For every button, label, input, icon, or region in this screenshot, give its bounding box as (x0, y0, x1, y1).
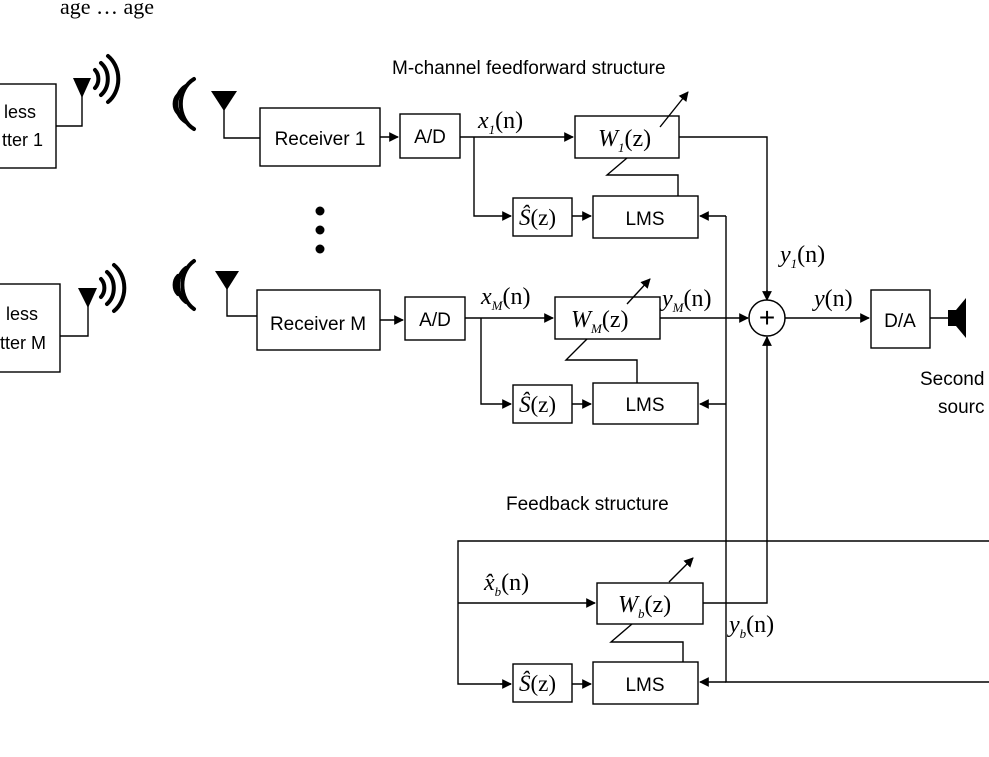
shat-b-label: Ŝ(z) (519, 670, 556, 696)
w1-filter-label: W1(z) (598, 126, 651, 155)
secondary-source-line1: Second (920, 369, 984, 390)
wire-xm-to-shatm (480, 318, 512, 409)
wb-filter-label: Wb(z) (618, 592, 671, 621)
ad-m-label: A/D (419, 310, 451, 331)
lms-1-block (592, 195, 699, 239)
xm-label: xM(n) (480, 284, 530, 313)
lms-1-label: LMS (625, 209, 664, 230)
lms-m-block (592, 382, 699, 425)
transmitter-1-line2: tter 1 (2, 130, 43, 150)
yb-label: yb(n) (727, 612, 774, 641)
transmitter-m-line2: tter M (0, 333, 46, 353)
transmitter-1-box (0, 83, 57, 169)
lms-b-label: LMS (625, 675, 664, 696)
receiver-m-block (256, 289, 381, 351)
lms-b-block (592, 661, 699, 705)
antenna-icon (215, 271, 239, 290)
x1-label: x1(n) (477, 108, 523, 137)
wireless-waves-icon (172, 259, 196, 311)
xb-hat-label: x̂b(n) (483, 570, 529, 599)
lms-m-update-line (564, 338, 638, 383)
transmitter-m: less tter M (0, 263, 127, 373)
shat-m-label: Ŝ(z) (519, 391, 556, 417)
top-caption: age … age (60, 0, 154, 19)
receiver-1-antenna (172, 77, 260, 139)
transmitter-m-box (0, 283, 61, 373)
lms-b-update-line (609, 623, 684, 662)
y-label: y(n) (812, 286, 853, 312)
wb-adapt-arrow (668, 557, 694, 583)
receiver-m-label: Receiver M (270, 314, 366, 335)
wire-w1-output (679, 136, 768, 298)
transmitter-1-feed (56, 86, 83, 127)
receiver-m-antenna-feed (226, 285, 257, 317)
transmitter-m-feed (60, 298, 89, 337)
speaker-icon (948, 298, 966, 338)
wb-filter-block (596, 582, 704, 625)
da-block (870, 289, 931, 349)
wireless-waves-icon (172, 77, 196, 131)
antenna-icon (73, 78, 91, 98)
ad-1-block (399, 113, 461, 159)
receiver-1-block (259, 107, 381, 167)
feedback-title: Feedback structure (506, 494, 669, 515)
lms-1-update-line (605, 157, 679, 196)
wm-adapt-arrow (626, 278, 651, 305)
transmitter-1-line1: less (4, 102, 36, 122)
wm-filter-block (554, 296, 661, 340)
w1-filter-block (574, 115, 680, 159)
antenna-icon (78, 288, 97, 308)
y1-label: y1(n) (778, 242, 825, 271)
w1-adapt-arrow (659, 91, 689, 128)
receiver-1-label: Receiver 1 (275, 129, 366, 150)
feedback-outer-loop (457, 540, 989, 685)
transmitter-m-line1: less (6, 304, 38, 324)
wireless-waves-icon (99, 263, 127, 313)
receiver-1-antenna-feed (223, 104, 260, 139)
shat-m-block (512, 384, 573, 424)
ad-1-label: A/D (414, 127, 446, 148)
vertical-ellipsis-icon (315, 206, 325, 254)
wire-yb-output (703, 337, 768, 604)
ym-label: yM(n) (660, 286, 711, 315)
receiver-m-antenna (172, 259, 257, 317)
transmitter-1: less tter 1 (0, 54, 121, 169)
da-label: D/A (884, 311, 916, 332)
secondary-source-line2: sourc (938, 397, 984, 418)
wire-x1-to-shat1 (473, 137, 512, 221)
wireless-waves-icon (93, 54, 121, 104)
shat-b-block (512, 663, 573, 703)
wm-filter-label: WM(z) (571, 307, 628, 336)
lms-m-label: LMS (625, 395, 664, 416)
ad-m-block (404, 296, 466, 341)
shat-1-block (512, 197, 573, 237)
antenna-icon (211, 91, 237, 111)
shat-1-label: Ŝ(z) (519, 204, 556, 230)
summing-junction-symbol: + (759, 302, 775, 333)
feedforward-title: M-channel feedforward structure (392, 58, 666, 79)
